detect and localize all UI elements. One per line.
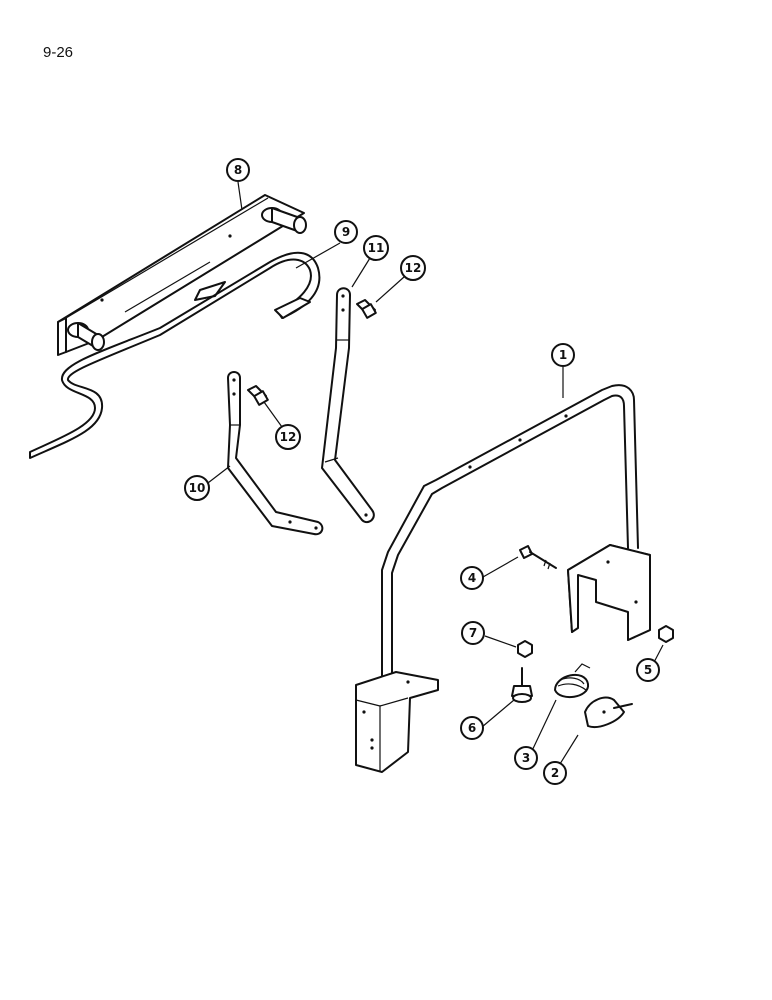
svg-text:4: 4: [468, 571, 476, 585]
callout-1: 1: [551, 343, 575, 367]
mounting-plate-part-8: [57, 194, 307, 356]
svg-text:12: 12: [280, 430, 297, 444]
stud-part-6: [511, 667, 533, 703]
page-number: 9-26: [43, 44, 74, 61]
wire-rod-part-9: [29, 251, 321, 459]
svg-text:2: 2: [551, 766, 559, 780]
nut-part-5: [658, 625, 674, 643]
svg-text:9: 9: [342, 225, 350, 239]
svg-text:11: 11: [368, 241, 385, 255]
callout-2: 2: [543, 761, 567, 785]
callout-4: 4: [460, 566, 484, 590]
callout-9: 9: [334, 220, 358, 244]
cam-part-2: [584, 696, 633, 728]
nut-part-7: [517, 640, 533, 658]
svg-text:6: 6: [468, 721, 476, 735]
svg-text:10: 10: [189, 481, 206, 495]
bolt-part-12-upper: [356, 299, 377, 319]
bolt-part-4: [519, 545, 557, 570]
link-part-10: [227, 371, 324, 536]
callout-6: 6: [460, 716, 484, 740]
callout-3: 3: [514, 746, 538, 770]
svg-text:1: 1: [559, 348, 567, 362]
svg-text:7: 7: [469, 626, 477, 640]
callout-12a: 12: [400, 255, 426, 281]
bolt-part-12-lower: [247, 385, 269, 406]
callout-5: 5: [636, 658, 660, 682]
callout-11: 11: [363, 235, 389, 261]
callout-8: 8: [226, 158, 250, 182]
link-part-11: [321, 287, 375, 524]
svg-text:5: 5: [644, 663, 652, 677]
svg-text:12: 12: [405, 261, 422, 275]
spring-part-3: [554, 663, 591, 699]
callout-10: 10: [184, 475, 210, 501]
callout-7: 7: [461, 621, 485, 645]
svg-text:8: 8: [234, 163, 242, 177]
svg-text:3: 3: [522, 751, 530, 765]
leader-lines: [203, 181, 664, 773]
frame-part-1: [355, 384, 651, 773]
callout-12b: 12: [275, 424, 301, 450]
